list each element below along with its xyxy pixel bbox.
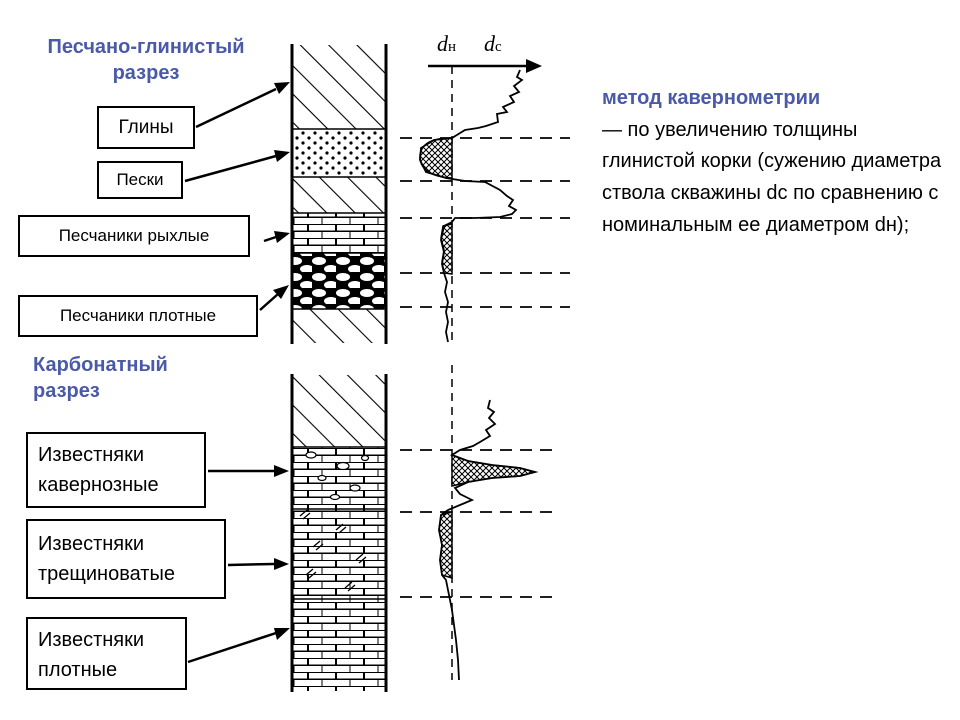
sandy-clay-layer-middle [292, 177, 386, 213]
label-dense-sandstones: Песчаники плотные [59, 306, 217, 325]
fractured-limestone-layer [292, 509, 386, 599]
layer-boundary-lines-lower [400, 449, 560, 598]
sandy-section-title: Песчано-глинистый разрез [0, 34, 292, 86]
method-description: метод кавернометрии — по увеличению толщ… [602, 83, 942, 242]
label-clays: Глины [118, 117, 174, 138]
loose-sandstone-layer [292, 213, 386, 253]
label-cavernous-limestones-line2: кавернозные [38, 474, 159, 496]
label-box-cavernous-limestones: Известняки кавернозные [26, 432, 206, 508]
label-fractured-limestones-line2: трещиноватые [38, 563, 175, 585]
label-dense-limestones-line2: плотные [38, 659, 118, 681]
caliper-log-carbonate [400, 365, 560, 681]
dense-sandstone-layer [292, 253, 386, 309]
sandy-section-title-line1: Песчано-глинистый [47, 36, 245, 58]
label-arrows [184, 82, 290, 664]
carbonate-section-title: Карбонатный разрез [33, 352, 168, 404]
sandy-clay-layer-bottom [292, 309, 386, 343]
label-box-loose-sandstones: Песчаники рыхлые [18, 215, 250, 257]
well-diameter-symbol: dc [484, 31, 502, 56]
sand-layer [292, 129, 386, 177]
caliper-log-sandy [400, 59, 570, 343]
carbonate-lithology-column [290, 374, 388, 692]
label-box-sands: Пески [97, 161, 183, 199]
label-box-dense-sandstones: Песчаники плотные [18, 295, 258, 337]
label-box-dense-limestones: Известняки плотные [26, 617, 187, 690]
fracture-marks [299, 509, 367, 592]
sandy-clay-layer-top [292, 45, 386, 129]
label-box-fractured-limestones: Известняки трещиноватые [26, 519, 226, 599]
log-axis-arrowhead [526, 59, 542, 73]
label-sands: Пески [116, 170, 164, 189]
nominal-diameter-symbol: dн [437, 31, 457, 56]
label-dense-limestones-line1: Известняки [38, 629, 145, 651]
cavern-marks [305, 451, 370, 501]
carbonate-section-title-line2: разрез [33, 380, 100, 402]
label-fractured-limestones-line1: Известняки [38, 533, 145, 555]
sandy-section-title-line2: разрез [112, 62, 180, 84]
method-text: — по увеличению толщины глинистой корки … [602, 118, 942, 236]
layer-boundary-lines [400, 137, 570, 308]
mudcake-fill-sand [419, 137, 453, 179]
sandy-lithology-column [290, 44, 388, 344]
method-title: метод кавернометрии [602, 87, 821, 109]
caliper-curve-lower [438, 399, 539, 681]
caliper-curve-upper [419, 69, 524, 343]
carbonate-clay-layer [292, 375, 386, 447]
carbonate-section-title-line1: Карбонатный [33, 354, 168, 376]
label-loose-sandstones: Песчаники рыхлые [58, 226, 210, 245]
label-cavernous-limestones-line1: Известняки [38, 444, 145, 466]
dense-limestone-layer [292, 599, 386, 691]
label-box-clays: Глины [97, 106, 195, 149]
